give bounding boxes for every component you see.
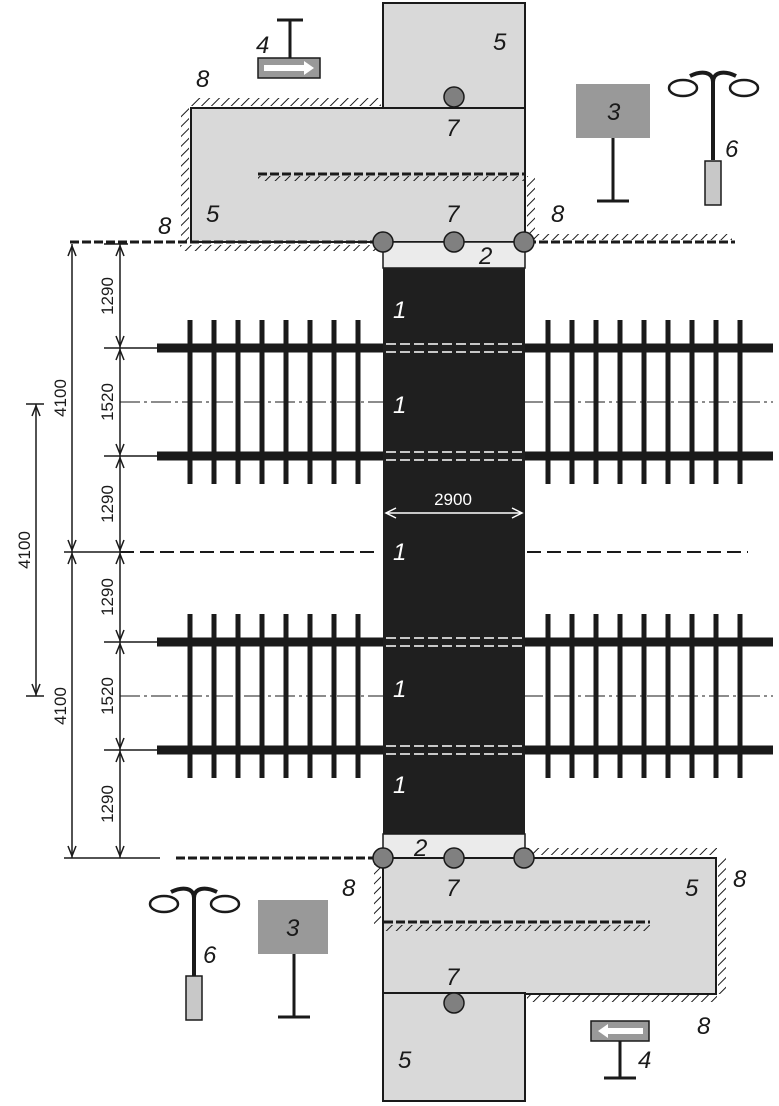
crossing-label: 1 bbox=[393, 539, 406, 566]
label-arrow-sign: 4 bbox=[256, 32, 269, 59]
label-threshold: 2 bbox=[413, 835, 427, 862]
dim-4100: 4100 bbox=[15, 531, 34, 569]
bollards bbox=[372, 86, 535, 1014]
label-arrow-sign: 4 bbox=[638, 1047, 651, 1074]
bottom-sign-board: 3 bbox=[258, 900, 328, 1019]
bottom-platform bbox=[382, 833, 717, 1102]
top-sign-board: 3 bbox=[576, 84, 650, 203]
bottom-fences bbox=[176, 848, 726, 1002]
top-fences bbox=[70, 98, 735, 251]
bollard bbox=[372, 847, 394, 869]
label-fence: 8 bbox=[733, 866, 747, 893]
crossing-label: 1 bbox=[393, 772, 406, 799]
fence-hatch bbox=[384, 925, 650, 931]
dimension-labels: 1290 1520 1290 1290 1520 1290 4100 4100 … bbox=[15, 277, 117, 823]
fence-hatch bbox=[258, 176, 526, 181]
label-bollard: 7 bbox=[446, 201, 461, 228]
crossing-surface bbox=[383, 268, 525, 834]
fence-hatch bbox=[181, 108, 189, 242]
dim-4100: 4100 bbox=[51, 379, 70, 417]
callout-labels: 4 8 5 7 6 8 5 7 8 2 2 8 7 5 8 6 7 8 5 4 bbox=[158, 29, 747, 1074]
crossing-flangeways bbox=[386, 343, 522, 755]
bollard bbox=[513, 847, 535, 869]
crossing-label: 1 bbox=[393, 676, 406, 703]
crossing-label: 1 bbox=[393, 297, 406, 324]
bottom-lamp bbox=[148, 886, 241, 1021]
top-platform bbox=[190, 2, 526, 269]
bollard bbox=[443, 86, 465, 108]
bollard bbox=[443, 231, 465, 253]
dim-1290: 1290 bbox=[98, 578, 117, 616]
bollard bbox=[443, 847, 465, 869]
label-bollard: 7 bbox=[446, 875, 461, 902]
label-bollard: 7 bbox=[446, 115, 461, 142]
sign-board-label: 3 bbox=[607, 99, 621, 126]
bottom-arrow-sign bbox=[590, 1020, 650, 1080]
arrow-right-icon bbox=[264, 61, 314, 75]
width-dimension bbox=[384, 507, 524, 519]
label-fence: 8 bbox=[697, 1013, 711, 1040]
top-arrow-sign bbox=[257, 18, 321, 79]
label-platform: 5 bbox=[206, 201, 220, 228]
dim-1290: 1290 bbox=[98, 277, 117, 315]
crossing-width-label: 2900 bbox=[434, 490, 472, 509]
fence-hatch bbox=[527, 848, 717, 855]
fence-hatch bbox=[180, 245, 380, 251]
bollard bbox=[443, 992, 465, 1014]
sign-board-label: 3 bbox=[286, 915, 300, 942]
crossing-deck: 2900 1 1 1 1 1 bbox=[383, 268, 525, 834]
label-fence: 8 bbox=[158, 213, 172, 240]
label-bollard: 7 bbox=[446, 964, 461, 991]
arrow-left-icon bbox=[598, 1024, 643, 1038]
fence-hatch bbox=[374, 858, 381, 924]
dim-4100: 4100 bbox=[51, 687, 70, 725]
bollard bbox=[513, 231, 535, 253]
dimension-lines bbox=[26, 243, 160, 859]
crossing-label: 1 bbox=[393, 392, 406, 419]
dim-1290: 1290 bbox=[98, 785, 117, 823]
label-platform: 5 bbox=[685, 875, 699, 902]
fence-hatch bbox=[527, 234, 732, 240]
label-fence: 8 bbox=[551, 201, 565, 228]
label-fence: 8 bbox=[196, 66, 210, 93]
dim-1290: 1290 bbox=[98, 485, 117, 523]
label-threshold: 2 bbox=[478, 243, 492, 270]
top-lamp bbox=[667, 70, 760, 206]
label-fence: 8 bbox=[342, 875, 356, 902]
label-platform: 5 bbox=[493, 29, 507, 56]
fence-hatch bbox=[527, 176, 535, 242]
label-platform: 5 bbox=[398, 1047, 412, 1074]
label-lamp: 6 bbox=[203, 942, 217, 969]
dim-1520: 1520 bbox=[98, 677, 117, 715]
fence-hatch bbox=[718, 858, 726, 994]
label-lamp: 6 bbox=[725, 136, 739, 163]
fence-hatch bbox=[527, 995, 717, 1002]
bollard bbox=[372, 231, 394, 253]
lower-track bbox=[120, 614, 773, 778]
dim-1520: 1520 bbox=[98, 383, 117, 421]
fence-hatch bbox=[191, 98, 381, 106]
